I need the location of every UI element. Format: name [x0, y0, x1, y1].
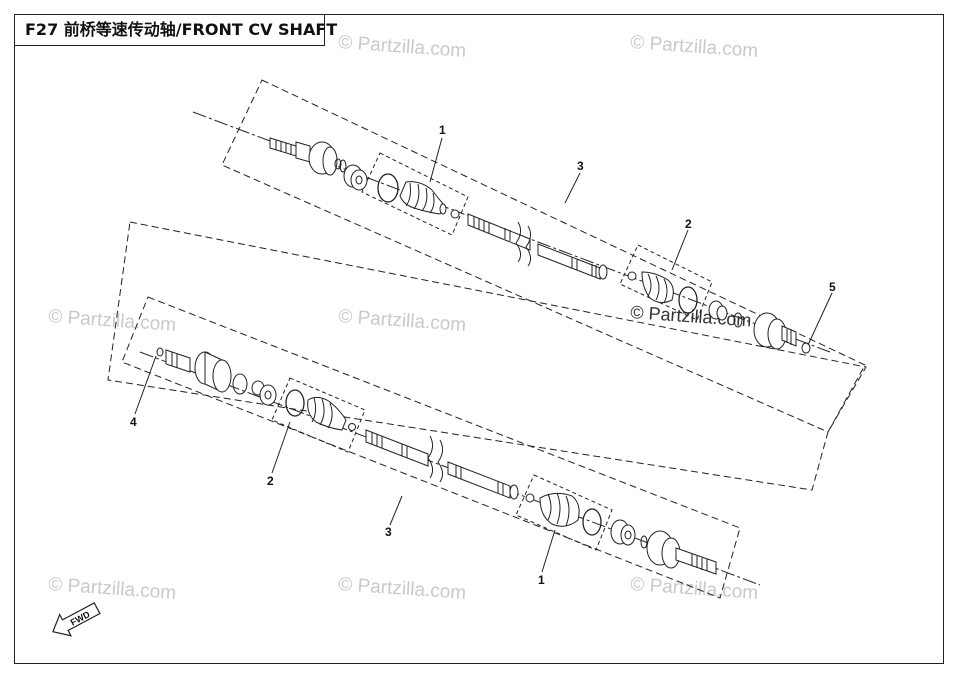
upper-snap-ring [339, 159, 347, 173]
upper-shaft-group [192, 79, 866, 433]
lower-bearing-cage [251, 380, 277, 406]
diagram-title: F27 前桥等速传动轴/FRONT CV SHAFT [14, 14, 337, 46]
lower-outer-cv-joint [610, 519, 717, 575]
lower-boot-kit-1-boundary [515, 474, 613, 551]
upper-bearing-cage [343, 164, 368, 191]
leader-lower-2 [271, 421, 291, 474]
callout-lower-boot-kit-inner: 2 [267, 474, 274, 488]
callout-lower-boot-kit-outer: 1 [538, 573, 545, 587]
lower-boot-inner [285, 389, 356, 431]
upper-boot-kit-1-boundary [361, 152, 469, 236]
watermark: © Partzilla.com [338, 306, 467, 336]
watermark: © Partzilla.com [630, 574, 759, 604]
leader-upper-3 [564, 172, 581, 204]
callout-upper-boot-kit-outer: 1 [439, 123, 446, 137]
leader-lower-3 [389, 495, 403, 526]
upper-shaft-bar [467, 213, 608, 280]
callout-lower-circlip: 4 [130, 415, 137, 429]
leader-lower-4 [134, 355, 157, 415]
callout-upper-shaft-assembly: 3 [577, 159, 584, 173]
leader-upper-5 [807, 292, 833, 346]
upper-boot-inner [627, 271, 698, 314]
upper-inner-cv-joint [708, 300, 811, 354]
upper-circlip-5 [801, 342, 811, 354]
fwd-arrow-icon: FWD [52, 602, 101, 637]
watermarks: © Partzilla.com © Partzilla.com © Partzi… [48, 32, 759, 604]
lower-boot-outer [525, 492, 602, 536]
callout-upper-circlip: 5 [829, 280, 836, 294]
lower-outer-boundary [107, 221, 867, 491]
watermark: © Partzilla.com [48, 574, 177, 604]
callout-leaders [134, 137, 833, 573]
leader-upper-2 [671, 229, 689, 271]
callout-upper-boot-kit-inner: 2 [685, 217, 692, 231]
watermark: © Partzilla.com [48, 306, 177, 336]
lower-boot-kit-2-boundary [271, 377, 366, 453]
upper-outer-cv-joint [269, 137, 342, 176]
upper-boot-outer [377, 173, 460, 219]
lower-shaft-group [107, 221, 867, 599]
watermark: © Partzilla.com [338, 32, 467, 62]
leader-upper-1 [429, 137, 443, 183]
watermark: © Partzilla.com [630, 32, 759, 62]
leader-lower-1 [541, 529, 556, 573]
lower-assembly-boundary [121, 296, 741, 599]
callout-lower-shaft-assembly: 3 [385, 525, 392, 539]
lower-inner-cv-joint [156, 347, 248, 395]
drawing-frame [14, 14, 944, 664]
watermark: © Partzilla.com [338, 574, 467, 604]
lower-shaft-bar [365, 429, 519, 500]
lower-circlip-4 [156, 347, 164, 357]
